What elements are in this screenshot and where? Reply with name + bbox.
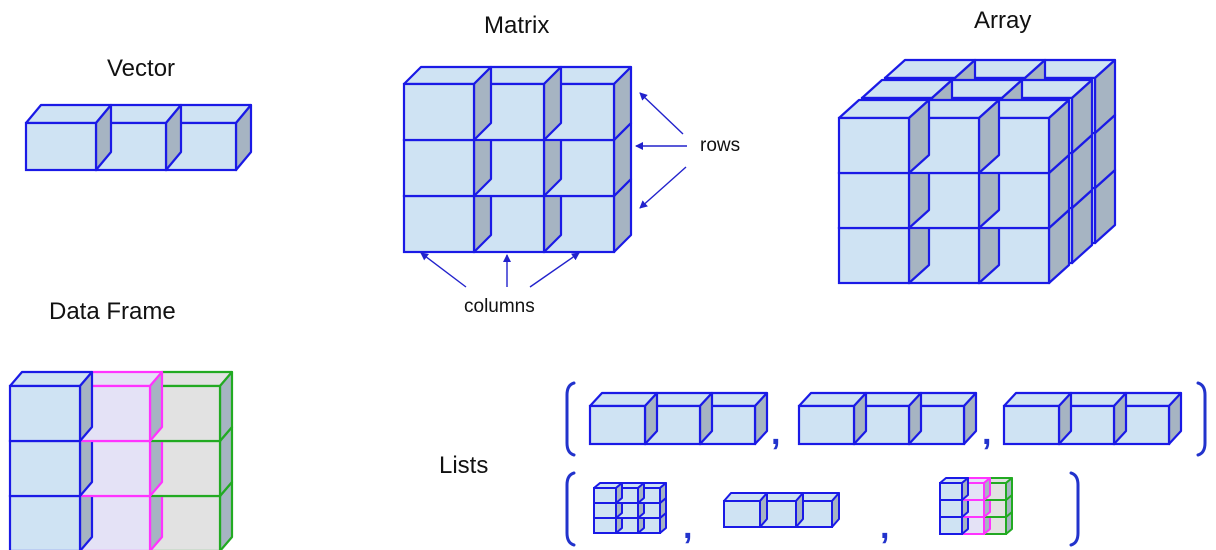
cube-front-face bbox=[593, 517, 617, 534]
cube-side-face bbox=[218, 370, 234, 443]
list-1-vector-3 bbox=[1002, 391, 1183, 446]
cube-front-face bbox=[593, 487, 617, 504]
list-2-matrix bbox=[593, 482, 667, 534]
cube-front-face bbox=[402, 82, 476, 142]
matrix-label: Matrix bbox=[484, 12, 550, 39]
cube-front-face bbox=[1002, 404, 1061, 446]
lists-diagram: ,,,, bbox=[565, 381, 1207, 547]
cube-front-face bbox=[837, 116, 911, 175]
list-1-close-bracket bbox=[1196, 381, 1207, 457]
array-diagram bbox=[837, 58, 1117, 285]
list-2-comma-2: , bbox=[880, 508, 889, 546]
cube-front-face bbox=[797, 404, 856, 446]
cube-side-face bbox=[148, 370, 164, 443]
list-1-open-bracket bbox=[565, 381, 576, 457]
cube-front-face bbox=[8, 494, 82, 550]
lists-label: Lists bbox=[439, 452, 489, 479]
list-2-close-bracket bbox=[1069, 471, 1080, 547]
vector-cube-r1-c2 bbox=[94, 103, 183, 172]
cube-front-face bbox=[24, 121, 98, 172]
vector-label: Vector bbox=[107, 55, 176, 82]
list-2-comma-1: , bbox=[683, 508, 692, 546]
columns-label: columns bbox=[464, 296, 535, 317]
column-arrow-right bbox=[529, 252, 580, 288]
array-cube-r1-c1 bbox=[837, 98, 931, 175]
list-1-vector-1 bbox=[588, 391, 769, 446]
list-cube-r1-c3 bbox=[1112, 391, 1183, 446]
list-cube-r1-c1 bbox=[1002, 391, 1073, 446]
list-cube-r1-c1 bbox=[588, 391, 659, 446]
rows-label: rows bbox=[700, 135, 741, 156]
list-cube-r1-c1 bbox=[593, 482, 623, 504]
list-cube-r1-c1 bbox=[797, 391, 868, 446]
cube-front-face bbox=[837, 226, 911, 285]
matrix-cube-r1-c1 bbox=[402, 65, 493, 142]
list-1-comma-2: , bbox=[982, 414, 991, 452]
cube-front-face bbox=[8, 439, 82, 498]
list-cube-r1-c1 bbox=[723, 492, 768, 528]
list-cube-r1-c2 bbox=[852, 391, 923, 446]
data-frame-label: Data Frame bbox=[49, 298, 176, 325]
row-arrow-top bbox=[639, 92, 684, 135]
list-2-data-frame bbox=[939, 477, 1013, 535]
cube-front-face bbox=[593, 502, 617, 519]
cube-front-face bbox=[939, 482, 963, 501]
column-arrow-left bbox=[420, 252, 467, 288]
vector-diagram bbox=[24, 103, 253, 172]
list-1-vector-2 bbox=[797, 391, 978, 446]
matrix-arrows bbox=[420, 92, 687, 288]
list-cube-r1-c1 bbox=[939, 477, 969, 501]
cube-front-face bbox=[402, 194, 476, 254]
list-1-comma-1: , bbox=[771, 414, 780, 452]
list-2-open-bracket bbox=[565, 471, 576, 547]
array-label: Array bbox=[974, 7, 1032, 34]
row-arrow-bottom bbox=[639, 166, 687, 209]
cube-front-face bbox=[8, 384, 82, 443]
array-layer-front bbox=[837, 98, 1071, 285]
cube-front-face bbox=[402, 138, 476, 198]
cube-front-face bbox=[939, 499, 963, 518]
cube-top-face bbox=[8, 370, 94, 388]
vector-cube-r1-c1 bbox=[24, 103, 113, 172]
matrix-diagram bbox=[402, 65, 633, 254]
data-frame-diagram bbox=[8, 370, 234, 550]
cube-side-face bbox=[78, 370, 94, 443]
cube-front-face bbox=[723, 500, 761, 528]
data-frame-cube-r1-c1 bbox=[8, 370, 94, 443]
cube-front-face bbox=[837, 171, 911, 230]
list-cube-r1-c2 bbox=[615, 482, 645, 504]
cube-front-face bbox=[939, 516, 963, 535]
cube-front-face bbox=[588, 404, 647, 446]
list-2-vector bbox=[723, 492, 840, 528]
